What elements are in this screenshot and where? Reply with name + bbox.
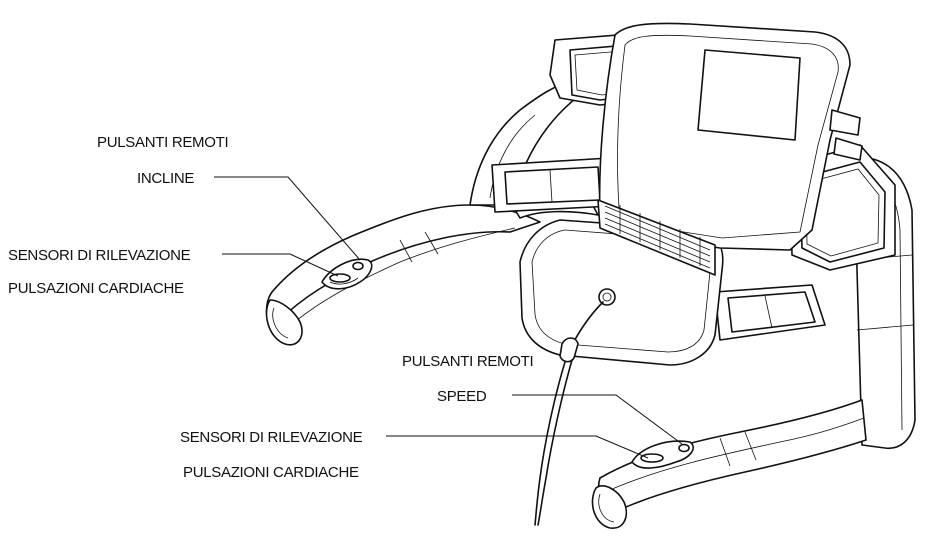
label-hr-left-line1: SENSORI DI RILEVAZIONE: [8, 247, 191, 264]
label-incline-line2: INCLINE: [137, 170, 194, 187]
safety-key-clip: [559, 337, 579, 363]
right-heart-rate-sensor: [640, 453, 664, 463]
safety-key-cord: [534, 301, 604, 526]
incline-button: [352, 261, 364, 271]
label-hr-left-line2: PULSAZIONI CARDIACHE: [8, 280, 184, 297]
safety-key-socket: [598, 288, 616, 306]
label-speed-line2: SPEED: [437, 388, 487, 405]
label-hr-right-line2: PULSAZIONI CARDIACHE: [183, 464, 359, 481]
label-incline-line1: PULSANTI REMOTI: [97, 134, 228, 151]
display-screen: [697, 49, 801, 141]
leader-hr-left: [222, 253, 339, 277]
console-body: [519, 22, 863, 366]
left-handlebar: [265, 204, 541, 346]
right-handlebar: [591, 399, 867, 529]
left-heart-rate-sensor: [329, 273, 351, 283]
leader-lines: [214, 176, 683, 459]
speaker-grille: [597, 199, 716, 276]
right-side-tray: [714, 284, 826, 341]
speed-button: [678, 443, 690, 453]
leader-speed: [512, 394, 683, 445]
label-hr-right-line1: SENSORI DI RILEVAZIONE: [180, 429, 363, 446]
labels: PULSANTI REMOTI INCLINE SENSORI DI RILEV…: [8, 134, 534, 481]
leader-hr-right: [386, 435, 649, 459]
leader-incline: [214, 176, 361, 261]
left-side-tray: [491, 157, 613, 213]
label-speed-line1: PULSANTI REMOTI: [402, 353, 533, 370]
